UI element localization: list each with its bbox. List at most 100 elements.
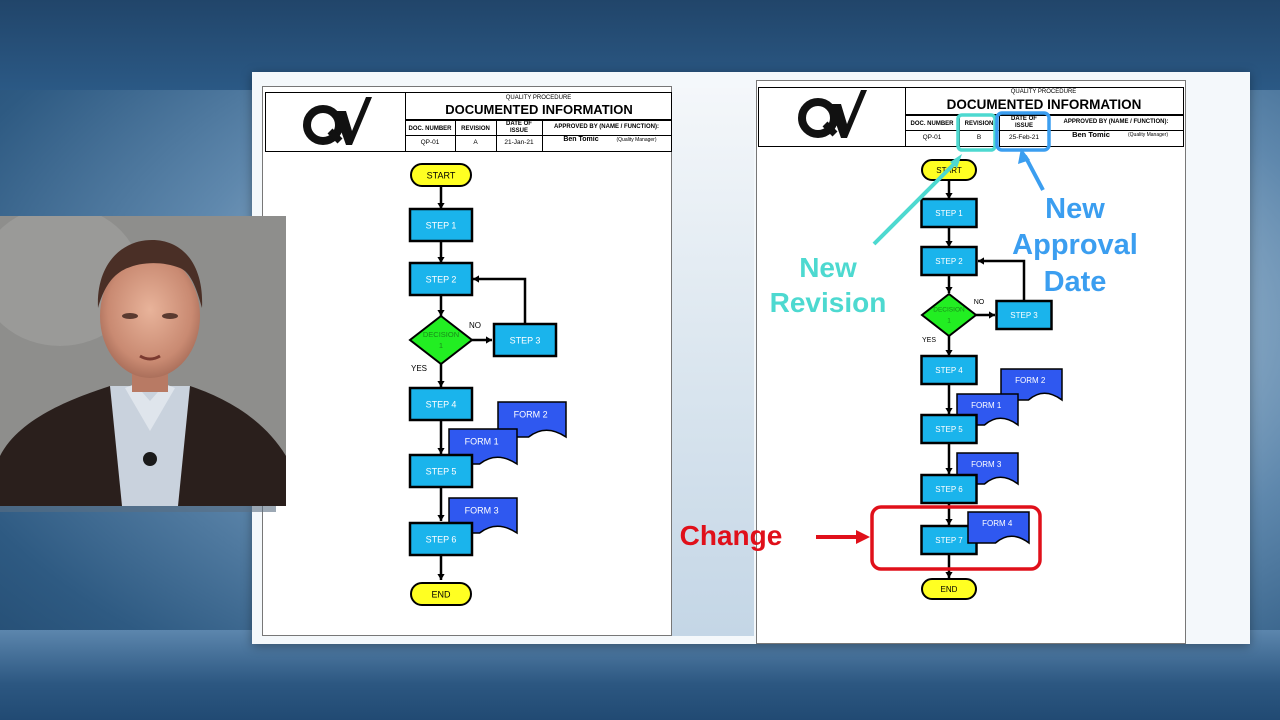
date-value: 25-Feb-21 — [1009, 134, 1039, 141]
right-step3-box — [995, 299, 1053, 331]
left-step2-label: STEP 2 — [426, 274, 457, 284]
left-end-label: END — [431, 589, 451, 599]
right-step4-label: STEP 4 — [935, 366, 963, 375]
flow-arrow-head — [945, 572, 953, 578]
new-revision-line1: New — [799, 252, 857, 283]
procedure-type: QUALITY PROCEDURE — [1010, 89, 1077, 95]
flow-arrow — [978, 259, 1026, 301]
company-logo — [759, 88, 906, 146]
flow-arrow — [473, 277, 527, 324]
right-end-box — [921, 578, 977, 600]
left-step6-label: STEP 6 — [426, 534, 457, 544]
right-form2-shape — [1000, 368, 1063, 402]
right-step3-label: STEP 3 — [1010, 311, 1038, 320]
col-date-line1: DATE OF — [506, 121, 532, 127]
col-date-line1: DATE OF — [1011, 116, 1037, 122]
left-start-label: START — [427, 170, 456, 180]
flow-arrow-head — [989, 311, 995, 319]
flow-arrow-head — [437, 310, 445, 316]
left-form3-label: FORM 3 — [465, 506, 499, 516]
left-step3-label: STEP 3 — [510, 335, 541, 345]
date-arrow — [1023, 155, 1045, 191]
right-step5-label: STEP 5 — [935, 425, 963, 434]
right-decision1-diamond — [920, 292, 978, 338]
left-no-label: NO — [469, 321, 481, 330]
col-doc-number: DOC. NUMBER — [408, 126, 452, 132]
right-step7-label: STEP 7 — [935, 536, 963, 545]
right-form4-shape — [967, 511, 1030, 545]
left-decision1-diamond — [408, 314, 474, 366]
right-step4-box — [920, 354, 978, 386]
approver-name: Ben Tomic — [563, 136, 599, 143]
flow-arrow-head — [945, 241, 953, 247]
original-doc-header: QUALITY PROCEDURE DOCUMENTED INFORMATION… — [265, 92, 672, 152]
qv-logo-icon — [798, 90, 867, 138]
right-step2-label: STEP 2 — [935, 257, 963, 266]
header-rule — [405, 135, 671, 136]
right-end-label: END — [941, 585, 958, 594]
left-step1-label: STEP 1 — [426, 220, 457, 230]
new-revision-label: New Revision — [758, 250, 898, 320]
left-form1-label: FORM 1 — [465, 437, 499, 447]
right-decision1-label-line2: 1 — [947, 318, 951, 325]
flow-arrow-head — [945, 519, 953, 525]
revision-arrowhead — [950, 154, 962, 168]
change-highlight-box — [870, 505, 1042, 571]
revision-highlight-box — [956, 113, 997, 152]
header-col-divider — [455, 119, 456, 151]
presenter-frame-shadow — [0, 502, 276, 512]
slide-divider-gradient — [672, 88, 754, 636]
right-form1-label: FORM 1 — [971, 401, 1002, 410]
flow-arrow-head — [437, 381, 445, 387]
revision-value: B — [976, 134, 982, 141]
flow-arrow-head — [945, 287, 953, 293]
left-step6-box — [408, 521, 474, 557]
approver-name: Ben Tomic — [1072, 130, 1110, 139]
right-step5-box — [920, 413, 978, 445]
col-doc-number: DOC. NUMBER — [910, 121, 954, 127]
flow-arrow-head — [437, 448, 445, 454]
change-label: Change — [679, 520, 783, 551]
header-rule — [405, 119, 671, 121]
col-revision: REVISION — [461, 126, 490, 132]
col-approved: APPROVED BY (NAME / FUNCTION): — [1063, 119, 1169, 125]
header-col-divider — [999, 114, 1000, 146]
date-value: 21-Jan-21 — [504, 139, 534, 146]
right-step1-box — [920, 197, 978, 229]
right-step6-label: STEP 6 — [935, 485, 963, 494]
col-revision: REVISION — [964, 121, 994, 127]
col-approved: APPROVED BY (NAME / FUNCTION): — [554, 124, 659, 130]
right-yes-label: YES — [922, 337, 936, 344]
col-date-line2: ISSUE — [1014, 123, 1033, 129]
presenter-portrait — [0, 216, 286, 506]
header-col-divider — [542, 119, 543, 151]
right-step6-box — [920, 473, 978, 505]
new-approval-date-label: New Approval Date — [1000, 191, 1150, 300]
change-arrowhead — [856, 530, 870, 544]
approver-role: (Quality Manager) — [1127, 132, 1168, 138]
left-step2-box — [408, 261, 474, 297]
flow-arrow-head — [945, 193, 953, 199]
doc-title: DOCUMENTED INFORMATION — [946, 97, 1142, 112]
left-start-box — [410, 163, 472, 187]
col-date-line2: ISSUE — [509, 128, 528, 134]
approver-role: (Quality Manager) — [616, 137, 657, 143]
left-yes-label: YES — [411, 364, 427, 373]
left-decision1-label-line2: 1 — [439, 341, 443, 350]
flow-arrow-head — [945, 468, 953, 474]
left-decision1-label-line1: DECISION — [423, 330, 459, 339]
new-approval-line3: Date — [1043, 265, 1107, 298]
qv-logo-icon — [303, 97, 372, 145]
flow-arrow-head — [437, 515, 445, 521]
date-highlight-box — [995, 111, 1051, 152]
right-no-label: NO — [974, 299, 985, 306]
left-step4-box — [408, 386, 474, 422]
flow-arrow-head — [978, 257, 984, 265]
right-form2-label: FORM 2 — [1015, 376, 1046, 385]
revision-value: A — [473, 139, 478, 146]
left-end-box — [410, 582, 472, 606]
flow-arrow-head — [437, 574, 445, 580]
header-rule — [905, 130, 1183, 131]
company-logo — [266, 93, 406, 151]
flow-arrow-head — [945, 350, 953, 356]
